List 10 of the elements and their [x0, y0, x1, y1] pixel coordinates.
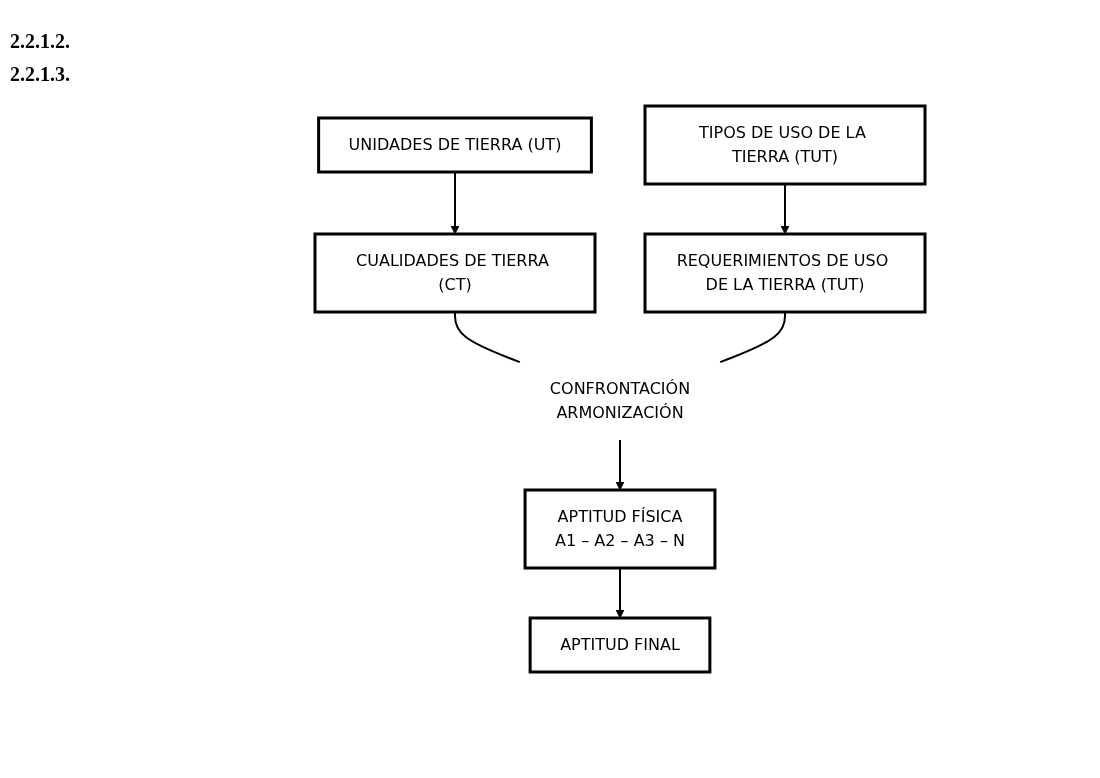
node-box: APTITUD FINAL: [528, 616, 712, 674]
node-box: UNIDADES DE TIERRA (UT): [317, 116, 593, 174]
arrow: [615, 439, 625, 491]
node-box: APTITUD FÍSICA A1 – A2 – A3 – N: [523, 488, 717, 570]
section-number: 2.2.1.2.: [10, 30, 71, 53]
node-text: CONFRONTACIÓN ARMONIZACIÓN: [549, 379, 691, 422]
node-box: TIPOS DE USO DE LA TIERRA (TUT): [643, 104, 927, 186]
node-box: CUALIDADES DE TIERRA (CT): [313, 232, 597, 314]
node-box: REQUERIMIENTOS DE USO DE LA TIERRA (TUT): [643, 232, 927, 314]
section-number: 2.2.1.3.: [10, 63, 71, 86]
